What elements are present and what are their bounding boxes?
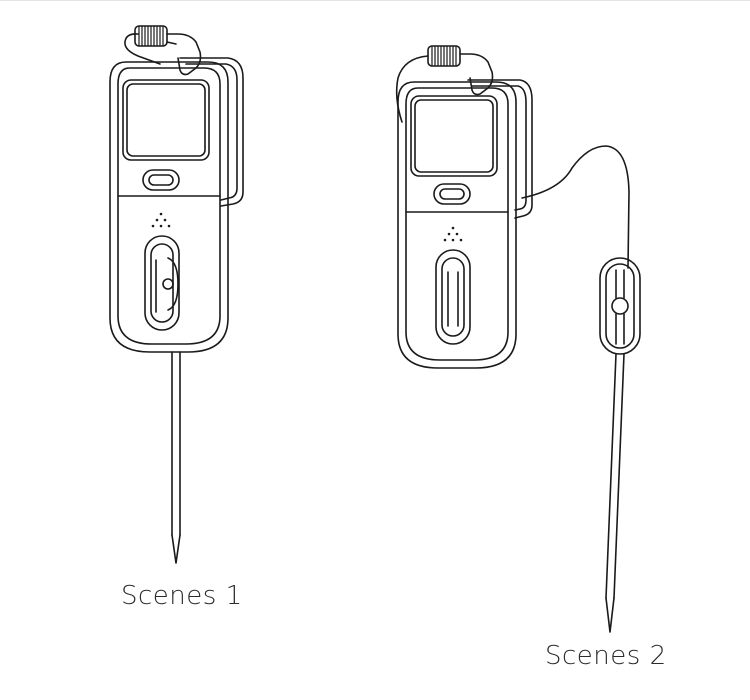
- scene-1-caption: Scenes 1: [121, 581, 243, 611]
- top-rule: [0, 0, 750, 1]
- device-1-button: [142, 169, 180, 191]
- device-2-clip-icon: [467, 79, 533, 219]
- device-2-button: [433, 183, 471, 205]
- device-2-screen: [410, 95, 498, 177]
- scene-2-device: [395, 45, 641, 633]
- device-2-speaker-icon: [443, 226, 463, 242]
- scene-2-caption: Scenes 2: [545, 641, 667, 671]
- thermometer-device-icon: [397, 81, 517, 369]
- device-2-probe-slot: [435, 249, 471, 345]
- probe-holder-icon: [599, 257, 641, 355]
- device-1-probe-slot: [144, 235, 180, 331]
- scene-1-device: [109, 25, 244, 564]
- device-1-clip-icon: [179, 57, 244, 207]
- thermometer-device-icon: [109, 61, 229, 353]
- device-1-connector-icon: [124, 25, 202, 76]
- device-2-connector-icon: [427, 45, 494, 96]
- device-1-screen: [122, 79, 210, 161]
- device-1-speaker-icon: [151, 212, 171, 228]
- probe-icon: [171, 351, 181, 564]
- probe-icon: [605, 353, 625, 633]
